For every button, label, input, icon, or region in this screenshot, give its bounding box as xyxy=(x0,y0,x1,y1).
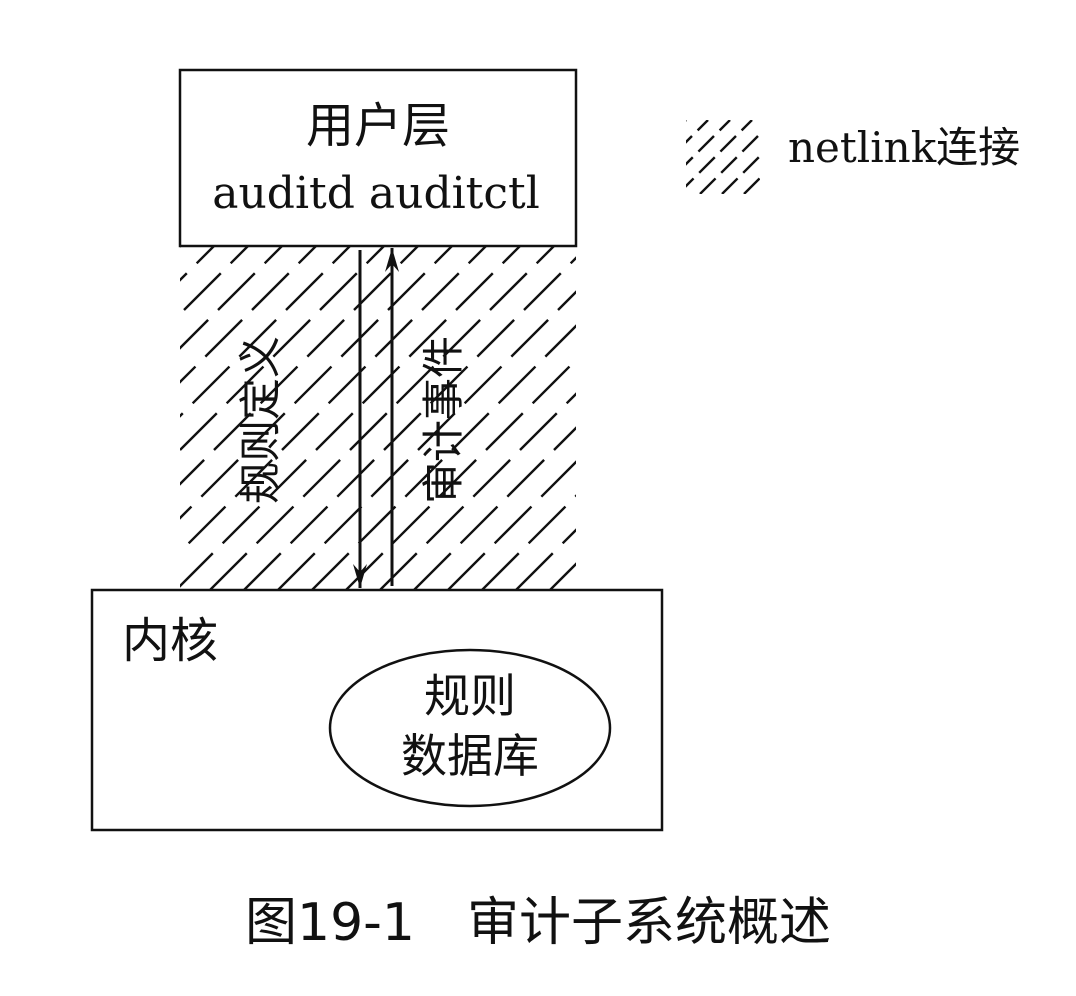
netlink-legend-swatch xyxy=(686,120,760,194)
hatch-line xyxy=(277,290,576,590)
hatch-line xyxy=(180,246,487,554)
hatch-line xyxy=(345,358,576,590)
hatch-line xyxy=(447,460,576,590)
hatch-line xyxy=(788,246,1076,590)
hatch-line xyxy=(180,246,351,418)
rule-definition-label: 规则定义 xyxy=(236,336,285,504)
rule-database-line2: 数据库 xyxy=(401,729,539,783)
hatch-line xyxy=(379,392,576,590)
hatch-line xyxy=(515,528,576,590)
hatch-line xyxy=(180,246,317,384)
hatch-line xyxy=(822,246,1076,590)
hatch-line xyxy=(180,246,453,520)
netlink-hatch-region xyxy=(180,246,1076,590)
legend-hatch-line xyxy=(686,120,709,144)
legend-hatch-line xyxy=(721,154,760,194)
hatch-line xyxy=(481,494,576,590)
hatch-line xyxy=(720,246,1064,590)
user-layer-box xyxy=(178,68,578,248)
legend-hatch-line xyxy=(686,120,731,166)
legend-hatch-line xyxy=(686,120,753,188)
figure-caption: 图19-1 审计子系统概述 xyxy=(245,893,831,953)
hatch-line xyxy=(890,246,1076,590)
hatch-line xyxy=(180,246,215,282)
hatch-line xyxy=(618,246,962,590)
rule-database-ellipse xyxy=(328,648,612,808)
hatch-line xyxy=(180,246,283,350)
hatch-line xyxy=(652,246,996,590)
legend-hatch-line xyxy=(699,132,760,194)
hatch-line xyxy=(243,256,576,590)
netlink-legend-label: netlink连接 xyxy=(788,123,1020,172)
user-layer-title: 用户层 xyxy=(306,98,450,154)
hatch-line xyxy=(584,246,928,590)
hatch-line xyxy=(209,246,555,590)
user-layer-subtitle: auditd auditctl xyxy=(212,168,540,219)
hatch-line xyxy=(549,562,576,590)
hatch-line xyxy=(180,246,385,452)
hatch-line xyxy=(311,324,576,590)
hatch-line xyxy=(413,426,576,590)
hatch-line xyxy=(180,246,249,316)
legend-hatch-line xyxy=(743,176,760,194)
hatch-line xyxy=(180,246,181,248)
legend-hatch-line xyxy=(686,120,687,122)
hatch-line xyxy=(754,246,1076,590)
hatch-line xyxy=(686,246,1030,590)
kernel-title: 内核 xyxy=(122,613,218,669)
rule-database-line1: 规则 xyxy=(424,669,516,723)
hatch-line xyxy=(180,246,521,588)
audit-event-label: 审计事件 xyxy=(419,336,468,504)
hatch-line xyxy=(856,246,1076,590)
